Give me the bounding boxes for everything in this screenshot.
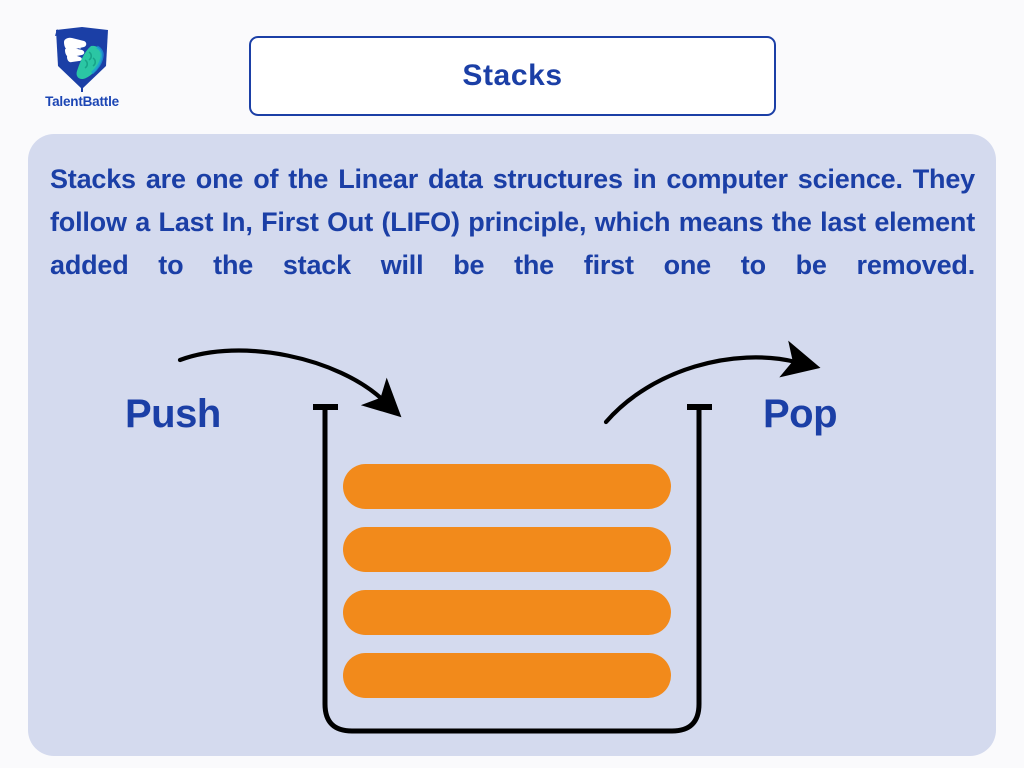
brand-logo: TalentBattle <box>34 26 130 122</box>
description-paragraph: Stacks are one of the Linear data struct… <box>50 164 975 280</box>
push-arrow-icon <box>177 348 402 418</box>
pop-label: Pop <box>763 392 838 436</box>
shield-fist-brain-icon <box>55 27 108 92</box>
stack-elements <box>343 464 671 698</box>
pop-arrow-icon <box>603 340 821 425</box>
stack-element <box>343 590 671 635</box>
page-title: Stacks <box>462 59 563 92</box>
page-title-box: Stacks <box>249 36 776 116</box>
stack-container-icon <box>313 404 712 734</box>
stack-element <box>343 527 671 572</box>
stack-element <box>343 653 671 698</box>
brand-name: TalentBattle <box>45 94 119 109</box>
content-card: Stacks are one of the Linear data struct… <box>28 134 996 756</box>
stack-element <box>343 464 671 509</box>
push-label: Push <box>125 392 221 436</box>
